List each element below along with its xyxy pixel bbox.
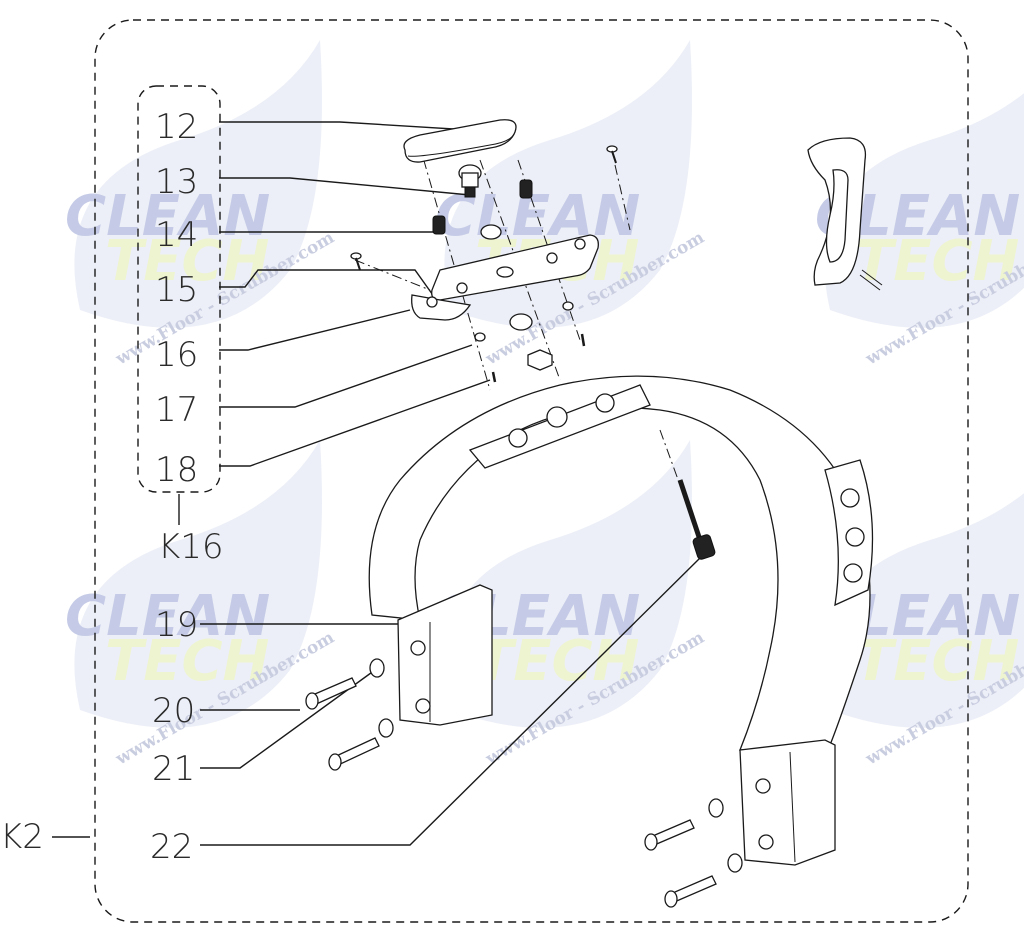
o-ring bbox=[509, 313, 533, 331]
callout-22: 22 bbox=[150, 827, 193, 867]
watermark-logo-bottom: TECH bbox=[855, 229, 1019, 294]
hex-nut bbox=[527, 349, 553, 371]
leader-18 bbox=[219, 379, 491, 467]
subassembly-boundary bbox=[137, 85, 221, 493]
handle-hole bbox=[845, 527, 865, 547]
watermark-logo-bottom: TECH bbox=[105, 229, 269, 294]
leader-21 bbox=[200, 669, 376, 769]
watermark-blob bbox=[824, 93, 1024, 328]
leader-16 bbox=[219, 309, 411, 351]
watermark-blob bbox=[824, 493, 1024, 728]
leader-15 bbox=[219, 269, 441, 306]
watermark-logo-bottom: TECH bbox=[475, 629, 639, 694]
washer bbox=[369, 658, 743, 873]
callout-15: 15 bbox=[155, 270, 198, 310]
screw bbox=[350, 145, 618, 383]
callout-16: 16 bbox=[155, 335, 198, 375]
callout-numbers: 12 13 14 15 16 17 18 19 20 21 22 bbox=[150, 107, 198, 867]
watermark-blob bbox=[74, 440, 322, 728]
bolt bbox=[305, 677, 717, 908]
spring bbox=[432, 179, 533, 235]
leader-17 bbox=[219, 344, 473, 408]
cable-connector bbox=[677, 479, 716, 560]
button-hole bbox=[496, 266, 514, 278]
leader-22 bbox=[200, 557, 701, 846]
leader-13 bbox=[219, 177, 471, 196]
callout-21: 21 bbox=[152, 749, 195, 789]
o-ring bbox=[480, 224, 502, 240]
screw-hole bbox=[574, 238, 586, 250]
leader-12 bbox=[219, 121, 471, 131]
watermark-logo-bottom: TECH bbox=[105, 629, 269, 694]
right-mount-block bbox=[739, 739, 836, 866]
left-mount-block bbox=[397, 584, 493, 726]
grip-detail-view bbox=[807, 137, 883, 291]
mount-hole bbox=[410, 640, 426, 656]
handle-bar bbox=[368, 375, 871, 751]
assembly-label: K2 bbox=[0, 817, 44, 857]
handle-hole bbox=[546, 406, 568, 428]
watermark-logo-top: CLEAN bbox=[65, 184, 270, 249]
callout-13: 13 bbox=[155, 162, 198, 202]
callout-20: 20 bbox=[152, 691, 195, 731]
handle-hole bbox=[840, 488, 860, 508]
screw-hole bbox=[546, 252, 558, 264]
handle-hole bbox=[508, 428, 528, 448]
watermark-blob bbox=[444, 440, 692, 728]
subassembly-label: K16 bbox=[158, 527, 224, 567]
handle-hole bbox=[843, 563, 863, 583]
callout-17: 17 bbox=[155, 390, 198, 430]
mounting-plate-lower bbox=[411, 294, 472, 321]
watermark-logo-top: CLEAN bbox=[65, 584, 270, 649]
watermark-logo-bottom: TECH bbox=[855, 629, 1019, 694]
callout-12: 12 bbox=[155, 107, 198, 147]
mount-hole bbox=[755, 778, 771, 794]
mount-hole bbox=[415, 698, 431, 714]
watermark-blob bbox=[74, 40, 322, 328]
screw-hole bbox=[456, 282, 468, 294]
mount-hole bbox=[758, 834, 774, 850]
assembly-boundary bbox=[94, 19, 969, 923]
callout-18: 18 bbox=[155, 450, 198, 490]
grip-pad-edge bbox=[407, 133, 515, 157]
push-button bbox=[458, 164, 482, 198]
callout-14: 14 bbox=[155, 215, 198, 255]
callout-19: 19 bbox=[155, 605, 198, 645]
screw-hole bbox=[426, 296, 438, 308]
grip-pad bbox=[403, 119, 517, 163]
handle-hole bbox=[595, 393, 615, 413]
